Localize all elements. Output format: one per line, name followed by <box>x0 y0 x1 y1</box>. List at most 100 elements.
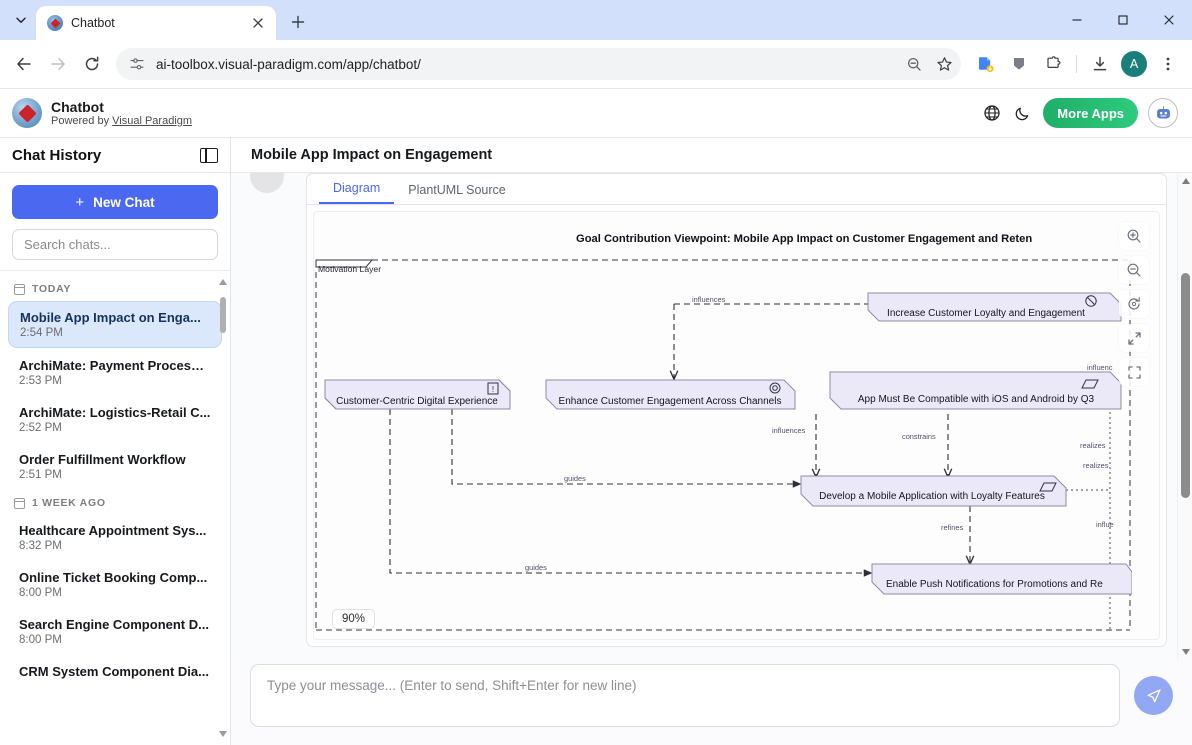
forward-icon[interactable] <box>42 48 74 80</box>
search-chats-box[interactable] <box>12 229 218 260</box>
send-button[interactable] <box>1134 676 1173 715</box>
chat-list[interactable]: TODAY Mobile App Impact on Enga... 2:54 … <box>0 271 230 745</box>
group-header-today: TODAY <box>0 277 230 299</box>
search-input[interactable] <box>24 237 206 252</box>
zoom-out-icon[interactable] <box>903 53 925 75</box>
download-icon[interactable] <box>1084 48 1116 80</box>
message-input[interactable] <box>267 678 1103 713</box>
layer-label: Motivation Layer <box>318 264 381 274</box>
browser-toolbar: ai-toolbox.visual-paradigm.com/app/chatb… <box>0 40 1192 88</box>
fit-to-screen-icon[interactable] <box>1119 358 1149 386</box>
sidebar-actions: + New Chat <box>0 173 230 271</box>
chat-list-item[interactable]: Healthcare Appointment Sys... 8:32 PM <box>8 515 222 560</box>
edge-label: influenc <box>1087 363 1113 372</box>
node-label: Enable Push Notifications for Promotions… <box>886 579 1103 590</box>
chat-area: Diagram PlantUML Source <box>231 173 1192 660</box>
panel-toggle-icon[interactable] <box>200 147 218 163</box>
diagram-canvas-wrap[interactable]: Goal Contribution Viewpoint: Mobile App … <box>307 205 1166 646</box>
diagram-canvas[interactable]: Goal Contribution Viewpoint: Mobile App … <box>313 211 1160 640</box>
more-apps-button[interactable]: More Apps <box>1043 98 1138 128</box>
chat-scrollbar[interactable] <box>1177 173 1192 660</box>
node-label: App Must Be Compatible with iOS and Andr… <box>858 394 1095 405</box>
browser-tab[interactable]: Chatbot <box>36 6 276 40</box>
edge-label: guides <box>564 474 586 483</box>
diagram-artifact-card: Diagram PlantUML Source <box>306 173 1167 647</box>
group-label: 1 WEEK AGO <box>32 497 106 509</box>
moon-icon[interactable] <box>1007 98 1037 128</box>
maximize-window-button[interactable] <box>1100 0 1146 40</box>
tab-search-chevron-icon[interactable] <box>6 5 36 35</box>
scrollbar-thumb[interactable] <box>1181 273 1190 498</box>
address-bar[interactable]: ai-toolbox.visual-paradigm.com/app/chatb… <box>116 48 961 80</box>
node-label: Increase Customer Loyalty and Engagement <box>887 308 1085 319</box>
chat-list-item[interactable]: Order Fulfillment Workflow 2:51 PM <box>8 444 222 489</box>
close-tab-icon[interactable] <box>248 13 268 33</box>
back-icon[interactable] <box>8 48 40 80</box>
calendar-icon <box>13 497 26 509</box>
chatbot-avatar-icon[interactable] <box>1148 98 1178 128</box>
page-save-icon[interactable] <box>969 48 1001 80</box>
chat-item-time: 8:32 PM <box>19 540 62 552</box>
visual-paradigm-link[interactable]: Visual Paradigm <box>112 114 193 127</box>
zoom-out-icon[interactable] <box>1119 256 1149 284</box>
tab-diagram[interactable]: Diagram <box>319 181 395 204</box>
new-tab-button[interactable] <box>284 8 312 36</box>
chat-list-item[interactable]: Mobile App Impact on Enga... 2:54 PM <box>8 301 222 348</box>
powered-by-prefix: Powered by <box>51 114 113 127</box>
chat-list-item[interactable]: Online Ticket Booking Comp... 8:00 PM <box>8 562 222 607</box>
main-panel: Mobile App Impact on Engagement Diagram … <box>231 138 1192 745</box>
app-header: Chatbot Powered by Visual Paradigm More … <box>0 89 1192 138</box>
diagram-node-goal[interactable]: Enhance Customer Engagement Across Chann… <box>545 379 796 410</box>
chat-list-item[interactable]: Search Engine Component D... 8:00 PM <box>8 609 222 654</box>
diagram-node-requirement[interactable]: Develop a Mobile Application with Loyalt… <box>800 475 1067 507</box>
fullscreen-icon[interactable] <box>1119 324 1149 352</box>
scroll-down-arrow-icon[interactable] <box>219 731 227 737</box>
chat-item-title: ArchiMate: Payment Process ... <box>19 358 211 373</box>
message-composer <box>231 660 1192 745</box>
edge-label: constrains <box>902 432 936 441</box>
edge-label: refines <box>941 523 963 532</box>
chat-list-item[interactable]: ArchiMate: Logistics-Retail C... 2:52 PM <box>8 397 222 442</box>
chat-item-time: 8:00 PM <box>19 587 62 599</box>
new-chat-label: New Chat <box>93 194 155 210</box>
bookmark-star-icon[interactable] <box>933 53 955 75</box>
clipboard-icon[interactable] <box>1003 48 1035 80</box>
chat-item-time: 2:54 PM <box>20 327 63 339</box>
scroll-up-arrow-icon[interactable] <box>1181 178 1190 184</box>
svg-text:!: ! <box>492 385 494 394</box>
site-settings-tune-icon[interactable] <box>126 53 148 75</box>
tab-plantuml-source[interactable]: PlantUML Source <box>408 183 506 197</box>
profile-avatar[interactable]: A <box>1118 48 1150 80</box>
chat-item-time: 2:53 PM <box>19 375 62 387</box>
globe-icon[interactable] <box>977 98 1007 128</box>
edge-label: influences <box>772 426 806 435</box>
edge-label: influe <box>1096 520 1114 529</box>
app-title: Chatbot <box>51 98 104 115</box>
new-chat-button[interactable]: + New Chat <box>12 185 218 219</box>
assistant-avatar <box>250 173 284 193</box>
extensions-puzzle-icon[interactable] <box>1037 48 1069 80</box>
diagram-node-requirement[interactable]: Enable Push Notifications for Promotions… <box>871 563 1132 595</box>
chat-list-item[interactable]: CRM System Component Dia... <box>8 656 222 687</box>
browser-menu-icon[interactable] <box>1152 48 1184 80</box>
scroll-down-arrow-icon[interactable] <box>1181 649 1190 655</box>
chat-item-title: ArchiMate: Logistics-Retail C... <box>19 405 211 420</box>
zoom-in-icon[interactable] <box>1119 222 1149 250</box>
scrollbar-thumb[interactable] <box>219 297 226 333</box>
app-body: Chat History + New Chat TODAY <box>0 138 1192 745</box>
minimize-window-button[interactable] <box>1054 0 1100 40</box>
reset-zoom-icon[interactable] <box>1119 290 1149 318</box>
chat-item-title: CRM System Component Dia... <box>19 664 209 679</box>
diagram-node-requirement[interactable]: App Must Be Compatible with iOS and Andr… <box>829 371 1122 410</box>
diagram-node-principle[interactable]: ! Customer-Centric Digital Experience <box>324 379 511 410</box>
scroll-up-arrow-icon[interactable] <box>219 279 227 285</box>
reload-icon[interactable] <box>76 48 108 80</box>
message-input-box[interactable] <box>250 664 1120 727</box>
tab-title: Chatbot <box>71 16 115 30</box>
sidebar-scrollbar[interactable] <box>219 279 227 737</box>
close-window-button[interactable] <box>1146 0 1192 40</box>
chat-list-item[interactable]: ArchiMate: Payment Process ... 2:53 PM <box>8 350 222 395</box>
diagram-node-outcome[interactable]: Increase Customer Loyalty and Engagement <box>867 292 1122 322</box>
chat-scroll-column: Diagram PlantUML Source <box>231 173 1177 660</box>
edge-label: guides <box>525 563 547 572</box>
